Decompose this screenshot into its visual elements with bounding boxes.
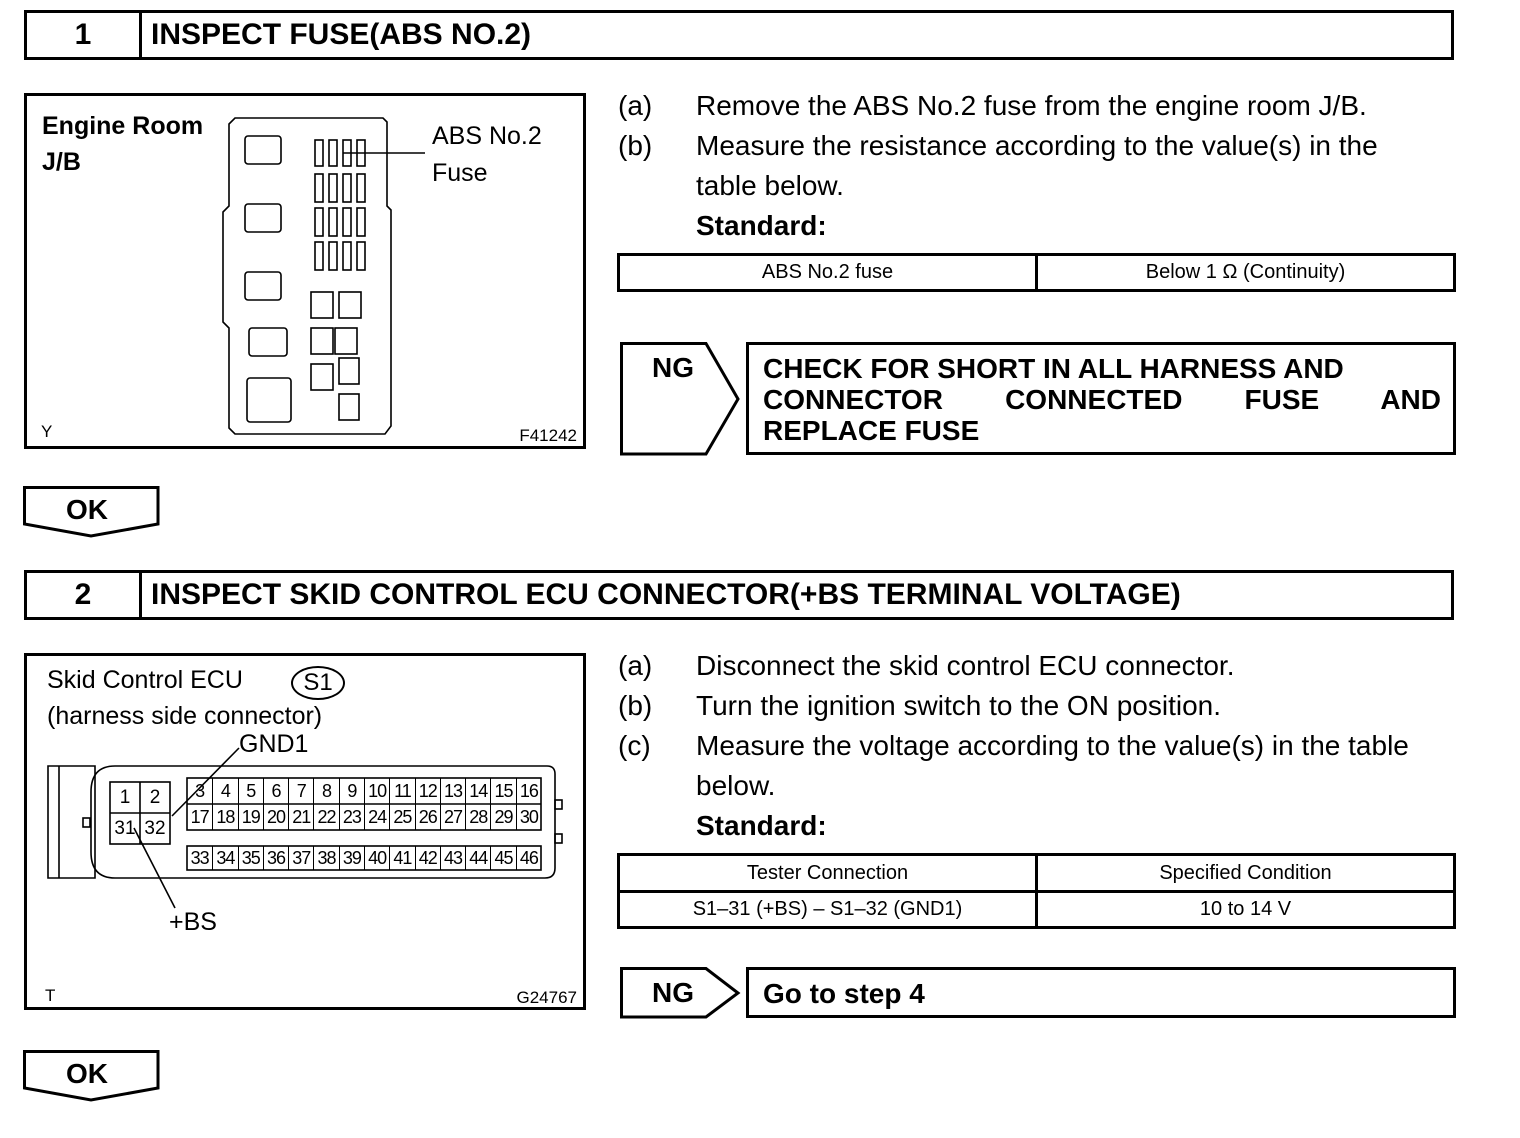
pin: 29: [490, 804, 515, 830]
figure-id: G24767: [516, 988, 578, 1007]
pin: 23: [338, 804, 364, 830]
table-row: S1–31 (+BS) – S1–32 (GND1) 10 to 14 V: [617, 890, 1456, 929]
pin: 35: [237, 846, 263, 870]
step2-number: 2: [27, 573, 142, 617]
step1-number: 1: [27, 13, 142, 57]
pin: 41: [389, 846, 414, 870]
pin: 10: [364, 778, 389, 804]
step2-ng-label: NG: [652, 977, 694, 1008]
pin: 46: [515, 846, 541, 870]
step1-title: INSPECT FUSE(ABS NO.2): [151, 18, 532, 51]
bs-label: +BS: [169, 908, 217, 936]
pin: 42: [414, 846, 440, 870]
pin: 31: [114, 817, 136, 839]
pin: 5: [237, 778, 263, 804]
fuse-array: [314, 139, 366, 271]
table-row: ABS No.2 fuse Below 1 Ω (Continuity): [617, 253, 1456, 292]
pin: 32: [144, 817, 166, 839]
pin: 11: [389, 778, 414, 804]
step1-ng-label: NG: [652, 352, 694, 383]
junction-block-drawing: [222, 117, 425, 435]
pin: 34: [212, 846, 237, 870]
step2-standard-table: Tester Connection Specified Condition S1…: [617, 853, 1456, 929]
step2-figure: Skid Control ECU S1 (harness side connec…: [24, 653, 586, 1010]
table-cell: ABS No.2 fuse: [617, 253, 1038, 292]
step1-ng-arrow: [620, 342, 740, 456]
gnd1-label: GND1: [239, 730, 309, 758]
step1-ok-label: OK: [66, 494, 108, 525]
table-cell: 10 to 14 V: [1035, 890, 1456, 929]
pin: 27: [439, 804, 465, 830]
pin: 16: [515, 778, 541, 804]
step2-title: INSPECT SKID CONTROL ECU CONNECTOR(+BS T…: [151, 578, 1181, 611]
step2-ok-arrow: [23, 1050, 160, 1102]
step2-ng-arrow: [620, 967, 741, 1019]
pin: 44: [465, 846, 490, 870]
table-header-row: Tester Connection Specified Condition: [617, 853, 1456, 893]
pin: 4: [212, 778, 237, 804]
step2-ok-label: OK: [66, 1058, 108, 1089]
step1-ng-action: CHECK FOR SHORT IN ALL HARNESS AND CONNE…: [746, 342, 1456, 455]
figure-corner-code: T: [45, 986, 56, 1005]
step2-ng-action: Go to step 4: [746, 967, 1456, 1018]
table-header-cell: Specified Condition: [1035, 853, 1456, 893]
pin: 33: [190, 848, 210, 868]
pin: 40: [364, 846, 389, 870]
pin: 13: [439, 778, 465, 804]
pin: 6: [262, 778, 288, 804]
step2-header: 2 INSPECT SKID CONTROL ECU CONNECTOR(+BS…: [24, 570, 1454, 620]
fuse-callout-label: ABS No.2 Fuse: [432, 122, 542, 187]
pin: 45: [490, 846, 515, 870]
pin: 43: [439, 846, 465, 870]
pin: 12: [414, 778, 440, 804]
pin: 19: [237, 804, 263, 830]
pin: 8: [313, 778, 338, 804]
pin: 37: [288, 846, 313, 870]
harness-side-label: (harness side connector): [47, 702, 323, 730]
step1-figure: Engine Room J/B: [24, 93, 586, 449]
pin: 28: [465, 804, 490, 830]
connector-code-badge: S1: [291, 666, 345, 700]
pin: 22: [313, 804, 338, 830]
pin: 1: [119, 786, 131, 808]
pin: 30: [515, 804, 541, 830]
pin: 25: [389, 804, 414, 830]
pin: 38: [313, 846, 338, 870]
pin: 18: [212, 804, 237, 830]
step1-ok-arrow: [23, 486, 160, 538]
step1-header: 1 INSPECT FUSE(ABS NO.2): [24, 10, 1454, 60]
pin: 7: [288, 778, 313, 804]
ecu-label: Skid Control ECU: [47, 666, 243, 694]
pin: 9: [338, 778, 364, 804]
pin: 17: [190, 807, 210, 827]
pin: 20: [262, 804, 288, 830]
pin: 36: [262, 846, 288, 870]
pin: 39: [338, 846, 364, 870]
pin: 24: [364, 804, 389, 830]
connector-pins-left: 1 2 31 32: [110, 782, 170, 844]
step1-standard-table: ABS No.2 fuse Below 1 Ω (Continuity): [617, 253, 1456, 292]
figure-id: F41242: [519, 426, 577, 445]
pin: 14: [465, 778, 490, 804]
pin: 3: [195, 781, 205, 801]
pin: 2: [149, 786, 161, 808]
table-cell: Below 1 Ω (Continuity): [1035, 253, 1456, 292]
figure-corner-code: Y: [41, 422, 53, 441]
table-header-cell: Tester Connection: [617, 853, 1038, 893]
jb-location-label: Engine Room J/B: [42, 112, 204, 176]
table-cell: S1–31 (+BS) – S1–32 (GND1): [617, 890, 1038, 929]
pin: 26: [414, 804, 440, 830]
pin: 15: [490, 778, 515, 804]
pin: 21: [288, 804, 313, 830]
